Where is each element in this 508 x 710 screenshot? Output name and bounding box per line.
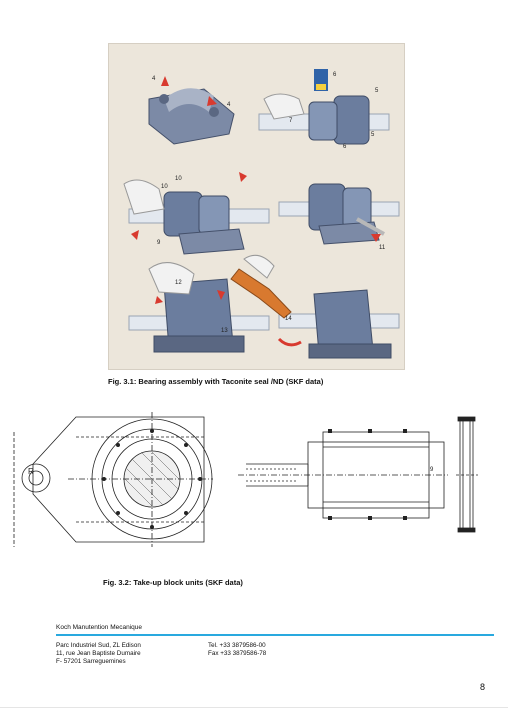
callout-6b: 6 — [343, 144, 347, 150]
technical-drawing: R — [13, 412, 478, 547]
callout-11: 11 — [379, 245, 386, 251]
callout-10a: 10 — [175, 176, 182, 182]
assembly-illustration: 4 4 6 5 7 5 6 10 10 9 — [123, 69, 400, 359]
callout-5b: 5 — [371, 132, 375, 138]
callout-4a: 4 — [152, 76, 156, 82]
side-view-label: 9 — [430, 467, 434, 473]
figure2-caption: Fig. 3.2: Take-up block units (SKF data) — [103, 578, 243, 587]
step-position-cap: 12 13 — [128, 262, 270, 353]
radius-label: R — [28, 467, 34, 476]
address-line: 11, rue Jean Baptiste Dumaire — [56, 650, 141, 657]
figure-take-up-drawings: R — [8, 402, 500, 552]
callout-6a: 6 — [333, 72, 337, 78]
page-bottom-rule — [0, 707, 508, 708]
take-up-side-view: 9 — [238, 429, 448, 520]
step-mount-on-shaft: 10 10 9 — [123, 172, 270, 255]
figure-bearing-assembly: 4 4 6 5 7 5 6 10 10 9 — [108, 43, 405, 370]
fax-number: Fax +33 3879586-78 — [208, 650, 267, 657]
callout-5a: 5 — [375, 88, 379, 94]
step-housing-base: 4 4 — [148, 76, 235, 145]
callout-4b: 4 — [227, 102, 231, 108]
callout-14: 14 — [285, 316, 292, 322]
callout-9: 9 — [157, 240, 161, 246]
footer-divider — [56, 634, 494, 636]
take-up-front-view: R — [13, 412, 213, 547]
step-bolt-down: 14 — [230, 254, 400, 359]
page-number: 8 — [480, 682, 486, 692]
address-line: F- 57201 Sarreguemines — [56, 658, 126, 665]
phone-number: Tel. +33 3879586-00 — [208, 642, 266, 649]
step-seal-grease: 6 5 7 5 6 — [258, 69, 390, 150]
footer-contact: Tel. +33 3879586-00 Fax +33 3879586-78 — [208, 642, 266, 658]
take-up-end-view — [456, 416, 478, 533]
callout-7: 7 — [289, 118, 293, 124]
callout-13: 13 — [221, 328, 228, 334]
address-line: Parc Industriel Sud, ZL Edison — [56, 642, 141, 649]
step-tighten-housing: 11 — [278, 183, 400, 251]
callout-12: 12 — [175, 280, 182, 286]
figure1-caption: Fig. 3.1: Bearing assembly with Taconite… — [108, 377, 324, 386]
callout-10b: 10 — [161, 184, 168, 190]
footer-company: Koch Manutention Mecanique — [56, 624, 143, 631]
footer-address: Parc Industriel Sud, ZL Edison 11, rue J… — [56, 642, 141, 666]
